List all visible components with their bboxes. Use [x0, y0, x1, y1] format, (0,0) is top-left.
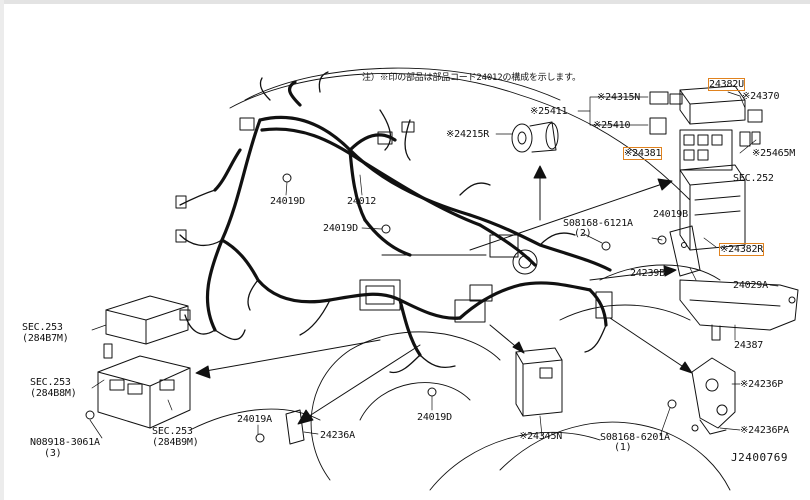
label-24239B[interactable]: 24239B — [630, 268, 665, 279]
label-sec253-base[interactable]: SEC.253 — [30, 377, 71, 388]
label-24381[interactable]: ※24381 — [622, 147, 663, 160]
label-24019B[interactable]: 24019B — [653, 209, 688, 220]
label-24387[interactable]: 24387 — [734, 340, 764, 351]
bracket-24236A — [255, 409, 305, 445]
figure-code: J2400769 — [731, 451, 788, 464]
grommet-24215R — [511, 121, 559, 153]
label-25465M[interactable]: ※25465M — [752, 148, 796, 159]
label-bolt-08168-6201A[interactable]: S08168-6201A — [600, 432, 670, 443]
label-24345N[interactable]: ※24345N — [519, 431, 563, 442]
bracket-24236P — [691, 357, 736, 435]
fuse-block-base — [85, 343, 191, 429]
label-24012[interactable]: 24012 — [347, 196, 377, 207]
label-24315N[interactable]: ※24315N — [597, 92, 641, 103]
pointer-arrows — [195, 165, 693, 425]
label-sec252[interactable]: SEC.252 — [733, 173, 774, 184]
label-25411[interactable]: ※25411 — [530, 106, 568, 117]
fuse-block-cover — [105, 295, 189, 345]
label-24019D-bottom[interactable]: 24019D — [417, 412, 452, 423]
footnote: 注）※印の部品は部品コード24012の構成を示します。 — [362, 73, 581, 83]
label-24382R[interactable]: ※24382R — [718, 243, 765, 256]
label-24370[interactable]: ※24370 — [742, 91, 780, 102]
label-sec253-base-sub: (284B8M) — [30, 388, 77, 399]
label-nut-qty: (3) — [44, 448, 62, 459]
fuse-relay-box — [679, 85, 763, 171]
bracket-24239B — [657, 225, 701, 277]
label-24236PA[interactable]: ※24236PA — [740, 425, 789, 436]
label-24382U[interactable]: 24382U — [708, 78, 745, 91]
branch-wires — [179, 71, 607, 374]
harness-connectors — [175, 117, 613, 323]
label-sec253-block-sub: (284B9M) — [152, 437, 199, 448]
label-24236A[interactable]: 24236A — [320, 430, 355, 441]
label-24215R[interactable]: ※24215R — [446, 129, 490, 140]
label-24236P[interactable]: ※24236P — [740, 379, 784, 390]
label-bolt2-qty: (1) — [614, 442, 632, 453]
relay-24345N — [515, 347, 563, 417]
connectors-25410-25411 — [649, 91, 683, 135]
bracket-24387 — [679, 279, 799, 341]
label-sec253-cover-sub: (284B7M) — [22, 333, 69, 344]
label-25410[interactable]: ※25410 — [593, 120, 631, 131]
vehicle-body-outline — [189, 67, 731, 491]
label-sec253-cover[interactable]: SEC.253 — [22, 322, 63, 333]
label-24019A[interactable]: 24019A — [237, 414, 272, 425]
label-24019D-mid[interactable]: 24019D — [323, 223, 358, 234]
leader-lines — [89, 91, 779, 439]
fuse-box-lower-24382R — [679, 164, 746, 251]
label-bolt1-qty: (2) — [574, 228, 592, 239]
label-bolt-08168-6121A[interactable]: S08168-6121A — [563, 218, 633, 229]
label-24029A[interactable]: 24029A — [733, 280, 768, 291]
label-nut-08918-3061A[interactable]: N08918-3061A — [30, 437, 100, 448]
label-sec253-block[interactable]: SEC.253 — [152, 426, 193, 437]
clips — [282, 173, 677, 409]
label-24019D-top[interactable]: 24019D — [270, 196, 305, 207]
